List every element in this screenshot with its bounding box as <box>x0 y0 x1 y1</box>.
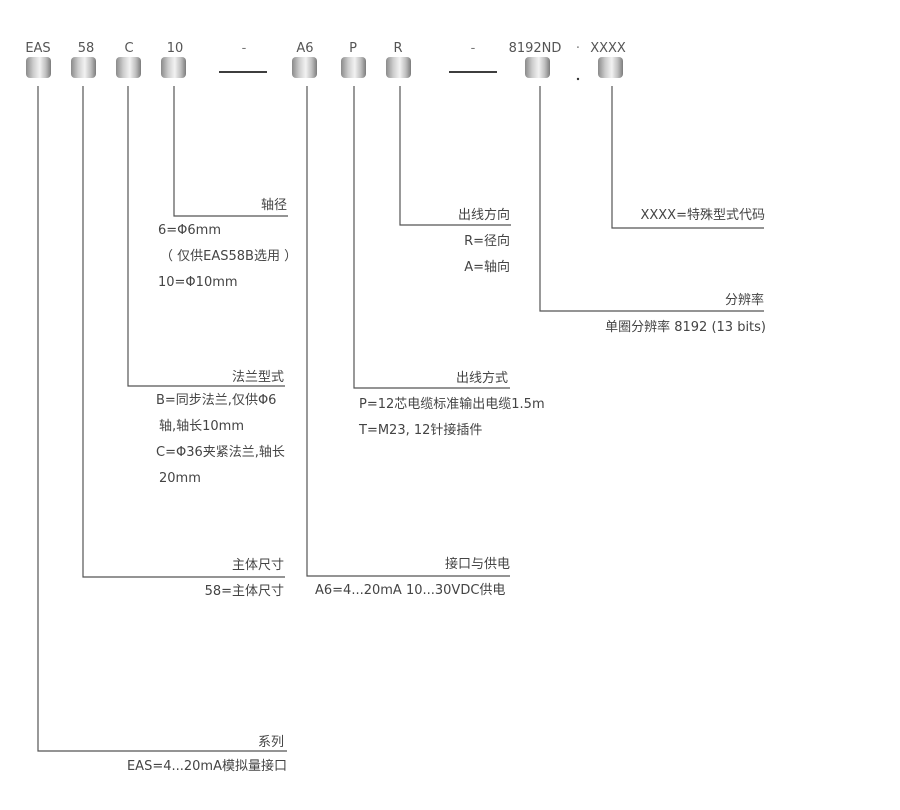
series-line-1: EAS=4...20mA模拟量接口 <box>127 758 287 774</box>
interface-title: 接口与供电 <box>445 556 510 572</box>
code-r-pill <box>386 57 411 78</box>
code-p-label: P <box>349 41 357 56</box>
body-size-leader-line <box>82 86 285 578</box>
code-58-label: 58 <box>78 41 95 56</box>
flange-line-3: C=Φ36夹紧法兰,轴长 <box>156 445 285 460</box>
outlet-type-title: 出线方式 <box>456 370 508 386</box>
code-a6-pill <box>292 57 317 78</box>
outlet-direction-line-1: R=径向 <box>464 233 510 249</box>
flange-line-4: 20mm <box>159 471 201 486</box>
resolution-title: 分辨率 <box>725 292 764 308</box>
flange-leader-line <box>127 86 285 387</box>
code-8192nd-label: 8192ND <box>509 41 562 56</box>
outlet-type-line-2: T=M23, 12针接插件 <box>358 422 482 438</box>
dot-separator-mark <box>576 77 580 81</box>
body-size-line-1: 58=主体尺寸 <box>205 584 284 599</box>
special-leader-line <box>611 86 764 229</box>
code-10-label: 10 <box>167 41 184 56</box>
shaft-title: 轴径 <box>261 198 287 213</box>
code-c-pill <box>116 57 141 78</box>
interface-leader-line <box>306 86 510 577</box>
outlet-type-line-1: P=12芯电缆标准输出电缆1.5m <box>359 396 545 412</box>
code-c-label: C <box>124 41 133 56</box>
code-r-label: R <box>393 41 402 56</box>
shaft-leader-line <box>173 86 288 217</box>
resolution-leader-line <box>539 86 764 312</box>
outlet-direction-title: 出线方向 <box>458 207 510 223</box>
code-10-pill <box>161 57 186 78</box>
code-eas-label: EAS <box>25 41 50 56</box>
flange-line-2: 轴,轴长10mm <box>159 419 244 434</box>
resolution-line-1: 单圈分辨率 8192 (13 bits) <box>605 319 766 335</box>
flange-line-1: B=同步法兰,仅供Φ6 <box>156 393 276 408</box>
outlet-direction-line-2: A=轴向 <box>464 259 510 275</box>
code-xxxx-pill <box>598 57 623 78</box>
outlet-direction-leader-line <box>399 86 511 226</box>
body-size-title: 主体尺寸 <box>232 558 284 573</box>
dash-2-label: - <box>471 41 476 56</box>
code-p-pill <box>341 57 366 78</box>
code-a6-label: A6 <box>296 41 313 56</box>
code-58-pill <box>71 57 96 78</box>
dot-separator-label: · <box>576 41 580 56</box>
code-xxxx-label: XXXX <box>590 41 626 56</box>
flange-title: 法兰型式 <box>232 370 284 385</box>
outlet-type-leader-line <box>353 86 510 389</box>
code-eas-pill <box>26 57 51 78</box>
special-title: XXXX=特殊型式代码 <box>640 208 765 223</box>
series-title: 系列 <box>258 735 284 750</box>
interface-line-1: A6=4...20mA 10...30VDC供电 <box>315 583 505 598</box>
series-leader-line <box>37 86 287 752</box>
dash-1-label: - <box>242 41 247 56</box>
shaft-line-1: 6=Φ6mm <box>158 223 221 238</box>
code-8192nd-pill <box>525 57 550 78</box>
shaft-line-3: 10=Φ10mm <box>158 275 238 290</box>
shaft-line-2: （ 仅供EAS58B选用 ） <box>160 249 297 264</box>
